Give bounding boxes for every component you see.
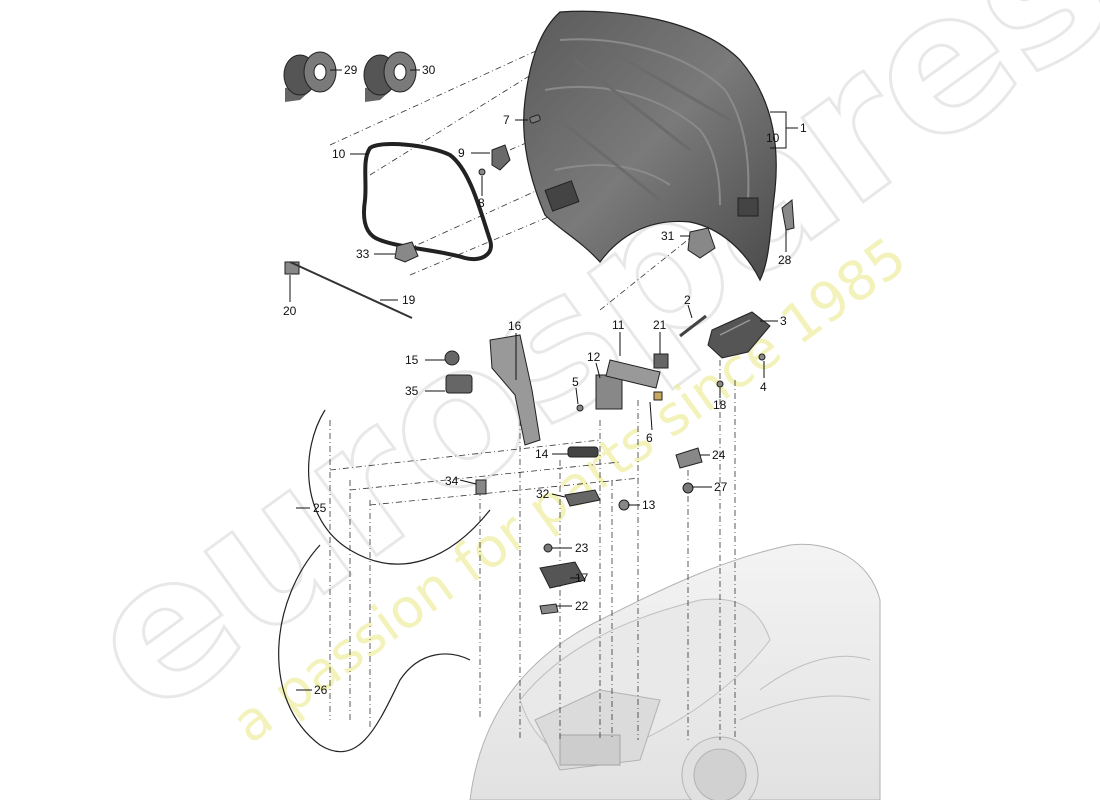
- screw-5: [576, 404, 584, 412]
- callout-35: 35: [405, 384, 419, 398]
- callout-12: 12: [587, 350, 601, 364]
- callout-20: 20: [283, 304, 297, 318]
- bracket-9: [491, 144, 511, 171]
- callout-1: 1: [800, 121, 807, 135]
- callout-3: 3: [780, 314, 787, 328]
- callout-labels: 29 30 1 10 7 9 8 10 33 20 19 31 28 2 3 4…: [283, 63, 807, 697]
- spring-2: [679, 314, 707, 338]
- bracket-12: [595, 374, 623, 410]
- callout-19: 19: [402, 293, 416, 307]
- callout-32: 32: [536, 487, 550, 501]
- clip-34: [475, 479, 487, 495]
- tape-roll-30: [363, 51, 417, 102]
- mount-15: [444, 350, 460, 366]
- callout-23: 23: [575, 541, 589, 555]
- latch-3: [707, 311, 771, 359]
- callout-27: 27: [714, 480, 728, 494]
- actuator-35: [445, 374, 473, 394]
- handle-31: [687, 227, 716, 259]
- callout-10-seal: 10: [332, 147, 346, 161]
- plate-6: [653, 391, 663, 401]
- callout-2: 2: [684, 293, 691, 307]
- bracket-21: [653, 353, 669, 369]
- strip-28: [781, 199, 795, 231]
- bumper-27: [682, 482, 694, 494]
- callout-15: 15: [405, 353, 419, 367]
- callout-13: 13: [642, 498, 656, 512]
- callout-24: 24: [712, 448, 726, 462]
- leader-lines: [289, 69, 798, 691]
- bracket-24: [675, 447, 703, 469]
- callout-11: 11: [612, 318, 625, 332]
- callout-5: 5: [572, 375, 579, 389]
- callout-9: 9: [458, 146, 465, 160]
- callout-33: 33: [356, 247, 370, 261]
- callout-28: 28: [778, 253, 792, 267]
- tape-roll-29: [283, 51, 337, 102]
- clip-8: [478, 168, 486, 176]
- callout-21: 21: [653, 318, 667, 332]
- mount-17: [539, 561, 586, 589]
- callout-26: 26: [314, 683, 328, 697]
- car-body: [469, 543, 881, 800]
- bumper-7: [529, 114, 541, 124]
- callout-34: 34: [445, 474, 459, 488]
- plate-32: [564, 489, 601, 507]
- callout-8: 8: [478, 196, 485, 210]
- callout-16: 16: [508, 319, 522, 333]
- bracket-11: [605, 359, 661, 389]
- bracket-16: [489, 334, 541, 446]
- front-hood: [523, 10, 777, 282]
- release-handle-14: [567, 446, 599, 458]
- callout-25: 25: [313, 501, 327, 515]
- callout-29: 29: [344, 63, 358, 77]
- nut-13: [618, 499, 630, 511]
- callout-4: 4: [760, 380, 767, 394]
- callout-18: 18: [713, 398, 727, 412]
- cable-26: [278, 544, 471, 753]
- support-rod-19: [289, 261, 413, 319]
- grommet-23: [543, 543, 553, 553]
- callout-22: 22: [575, 599, 589, 613]
- nut-22: [539, 603, 559, 615]
- callout-10-hood: 10: [766, 131, 780, 145]
- callout-17: 17: [575, 571, 589, 585]
- callout-31: 31: [661, 229, 675, 243]
- clip-33: [394, 241, 419, 263]
- callout-6: 6: [646, 431, 653, 445]
- hood-seal: [361, 142, 493, 261]
- cable-25: [308, 409, 491, 565]
- callout-7: 7: [503, 113, 510, 127]
- screw-18: [716, 380, 724, 388]
- callout-14: 14: [535, 447, 549, 461]
- callout-30: 30: [422, 63, 436, 77]
- screw-4: [758, 353, 766, 361]
